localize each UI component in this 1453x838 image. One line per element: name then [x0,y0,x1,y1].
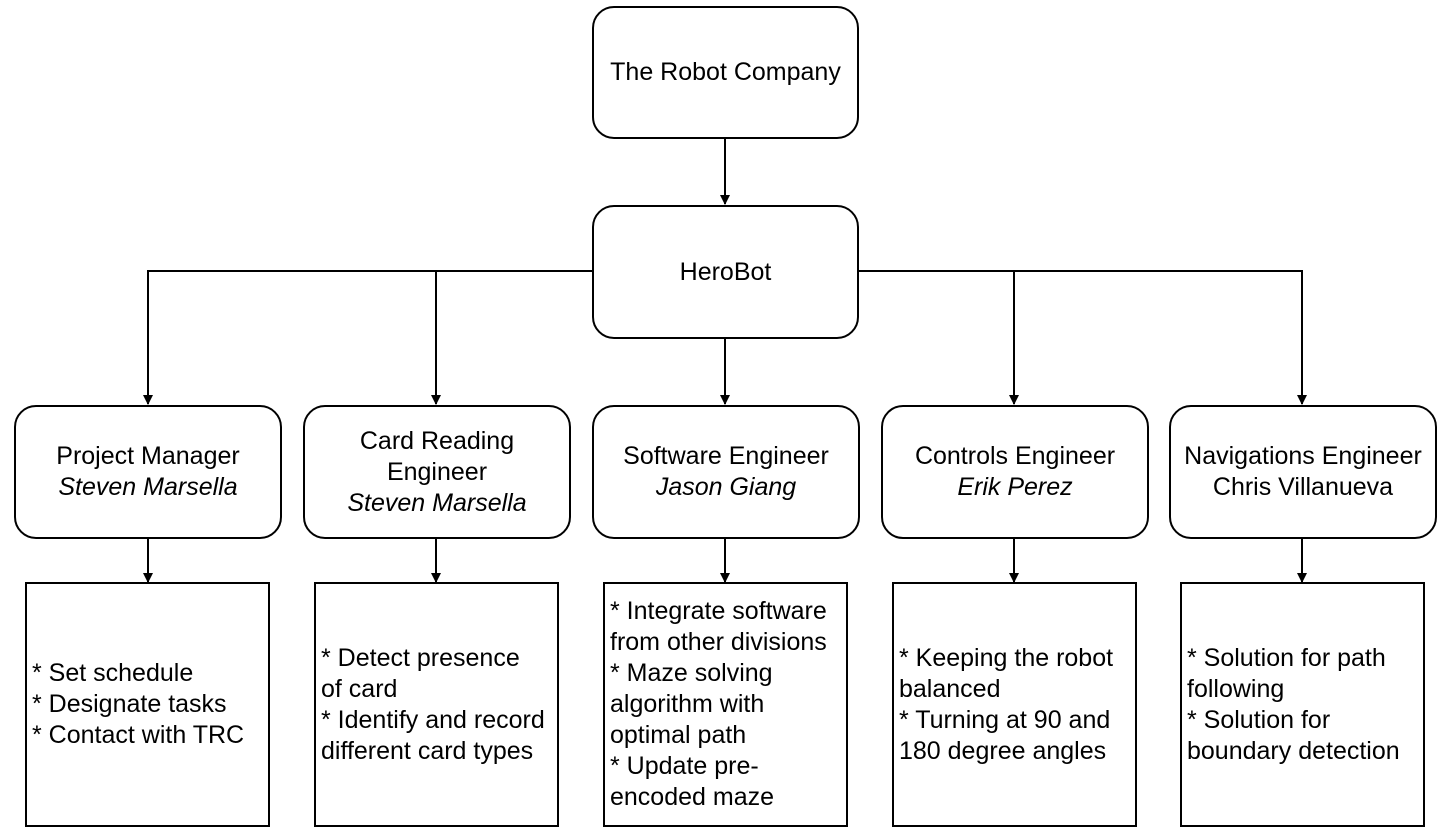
root-node: The Robot Company [592,6,859,139]
role-title: Controls Engineer [914,442,1116,470]
role-person-name: Chris Villanueva [1212,473,1394,501]
project-node: HeroBot [592,205,859,339]
task-line: 180 degree angles [899,736,1107,765]
arrow-project-to-role-1 [143,270,592,405]
task-line: algorithm with [610,690,765,718]
task-line: of card [321,674,398,703]
role-title: Project Manager [56,442,240,470]
task-line: * Maze solving [610,659,773,687]
task-line: balanced [899,674,1001,703]
task-line: from other divisions [610,628,827,656]
role-person-name: Steven Marsella [347,488,527,517]
project-label: HeroBot [679,257,772,286]
task-line: * Keeping the robot [899,643,1114,672]
role-title: Navigations Engineer [1184,442,1422,470]
task-box-3: * Integrate software from other divisions… [603,582,848,827]
task-box-1: * Set schedule * Designate tasks * Contact… [25,582,270,827]
arrow-project-to-role-4 [858,270,1307,405]
task-line: encoded maze [610,783,775,811]
role-person-name: Steven Marsella [58,473,238,501]
role-person-name: Jason Giang [655,473,797,501]
task-line: boundary detection [1187,736,1400,765]
task-line: * Integrate software [610,597,827,625]
task-line: * Designate tasks [32,690,227,718]
task-line: * Solution for path [1187,643,1386,672]
task-line: * Update pre- [610,752,759,780]
task-line: * Contact with TRC [32,721,245,749]
role-title: Software Engineer [623,442,829,470]
task-line: * Set schedule [32,659,194,687]
task-line: * Identify and record [321,705,545,734]
task-line: different card types [321,736,534,765]
root-label: The Robot Company [610,58,841,86]
role-person-name: Erik Perez [957,473,1073,501]
role-title: Card Reading [359,426,515,455]
task-line: * Solution for [1187,705,1331,734]
task-line: optimal path [610,721,747,749]
task-line: following [1187,674,1285,703]
task-line: * Turning at 90 and [899,705,1111,734]
task-line: * Detect presence [321,643,520,672]
role-title: Engineer [386,457,488,486]
